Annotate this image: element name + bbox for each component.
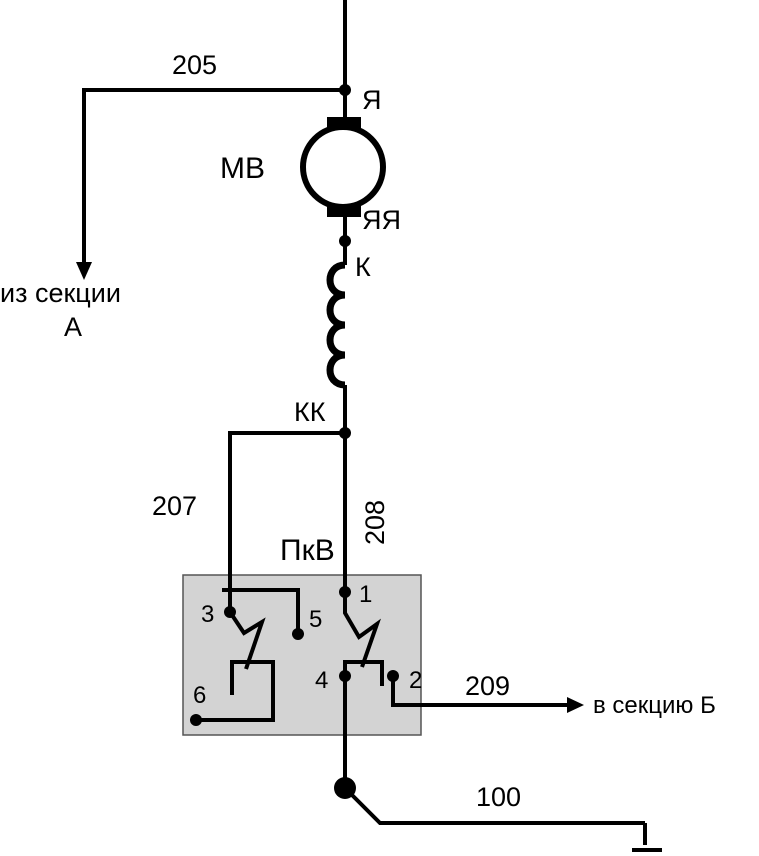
switch-bracket-4: [343, 660, 384, 686]
contact-dot-3: [224, 606, 236, 618]
terminal-dot-k: [339, 235, 351, 247]
junction-dot-ground: [334, 777, 356, 799]
arrow-from-section-a: [76, 262, 92, 280]
label-from-section-line1: из секции: [0, 278, 121, 308]
motor-brush-bottom: [327, 204, 361, 217]
label-wire-207: 207: [152, 491, 197, 521]
terminal-dot-ya: [339, 84, 351, 96]
label-terminal-k: К: [355, 252, 371, 282]
switch-lever-left: [228, 610, 266, 670]
label-terminal-ya: Я: [362, 85, 382, 115]
label-contact-5: 5: [309, 606, 322, 633]
contact-dot-4: [339, 670, 351, 682]
label-from-section-line2: А: [64, 312, 82, 342]
field-coil: [326, 261, 346, 389]
contact-dot-2: [387, 670, 399, 682]
wire-100: [343, 786, 645, 825]
label-wire-205: 205: [172, 50, 217, 80]
switch-lever-right: [343, 592, 381, 668]
contact-dot-1: [339, 586, 351, 598]
contact-dot-5: [292, 628, 304, 640]
label-contact-4: 4: [315, 667, 328, 694]
label-contact-1: 1: [359, 581, 372, 608]
wire-209: [391, 676, 570, 707]
label-terminal-yaya: ЯЯ: [362, 205, 401, 235]
wire-207: [228, 431, 345, 612]
switch-box: [182, 574, 422, 736]
switch-bar-3-5: [222, 588, 300, 634]
label-contact-6: 6: [193, 682, 206, 709]
label-motor: МВ: [220, 152, 265, 185]
label-to-section-b: в секцию Б: [593, 692, 716, 719]
wire-205: [82, 88, 345, 265]
label-wire-208: 208: [360, 500, 390, 545]
label-contact-2: 2: [409, 667, 422, 694]
contact-dot-6: [190, 714, 202, 726]
terminal-dot-kk: [339, 427, 351, 439]
arrow-to-section-b: [567, 697, 584, 713]
label-wire-100: 100: [476, 782, 521, 812]
label-contact-3: 3: [201, 601, 214, 628]
switch-bracket-6: [196, 660, 275, 722]
label-switch: ПкВ: [280, 534, 335, 567]
label-terminal-kk: КК: [294, 397, 326, 427]
label-wire-209: 209: [465, 671, 510, 701]
motor-symbol: [300, 124, 386, 210]
